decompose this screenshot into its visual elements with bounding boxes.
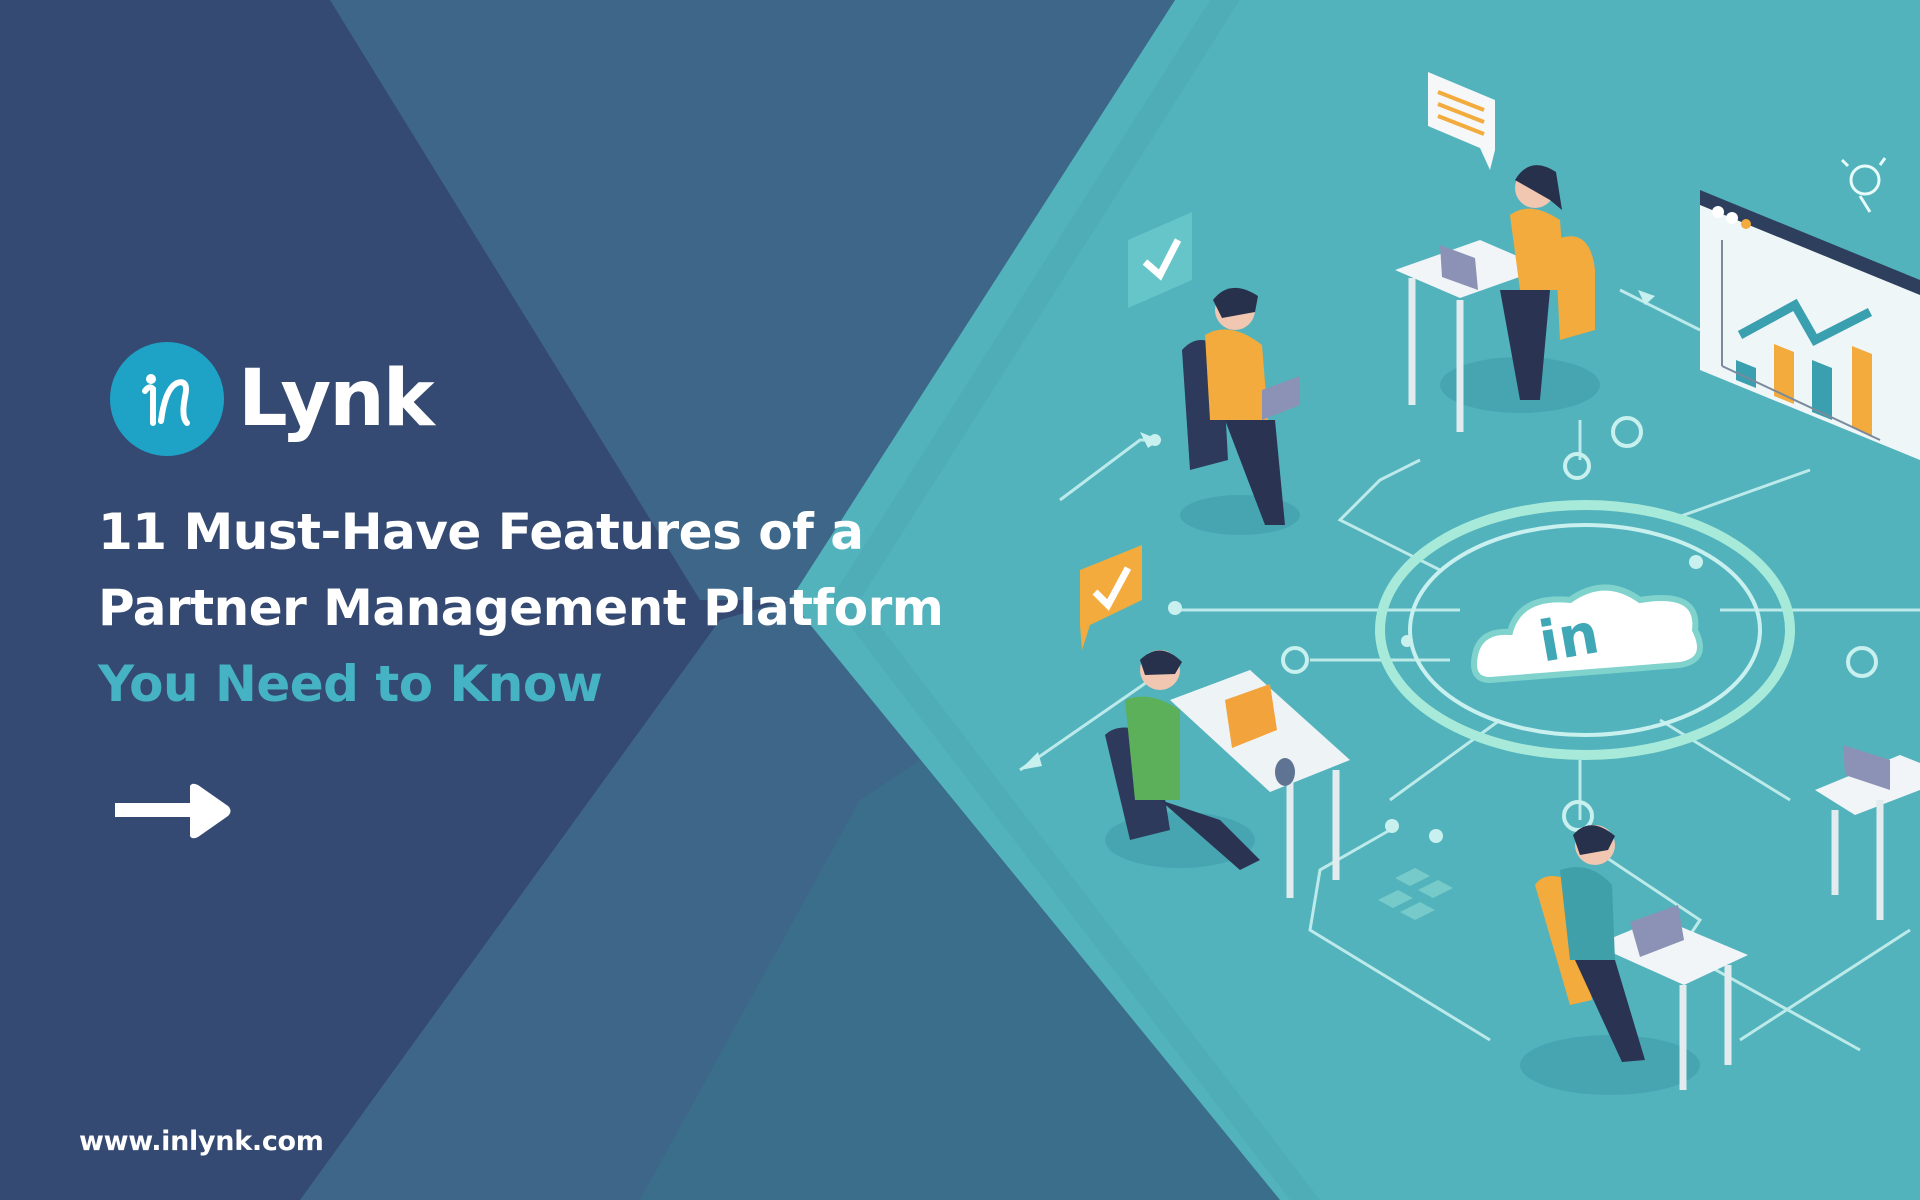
headline-line-1: 11 Must-Have Features of a — [98, 503, 864, 561]
headline-line-2: Partner Management Platform — [98, 579, 944, 637]
headline: 11 Must-Have Features of a Partner Manag… — [98, 494, 998, 722]
brand-logo[interactable]: Lynk — [110, 342, 435, 456]
logo-mark — [110, 342, 224, 456]
logo-wordmark: Lynk — [238, 354, 435, 444]
headline-line-3: You Need to Know — [98, 655, 603, 713]
arrow-right-icon[interactable] — [112, 780, 234, 842]
website-link[interactable]: www.inlynk.com — [79, 1126, 324, 1157]
logo-script-in-icon — [142, 374, 190, 426]
